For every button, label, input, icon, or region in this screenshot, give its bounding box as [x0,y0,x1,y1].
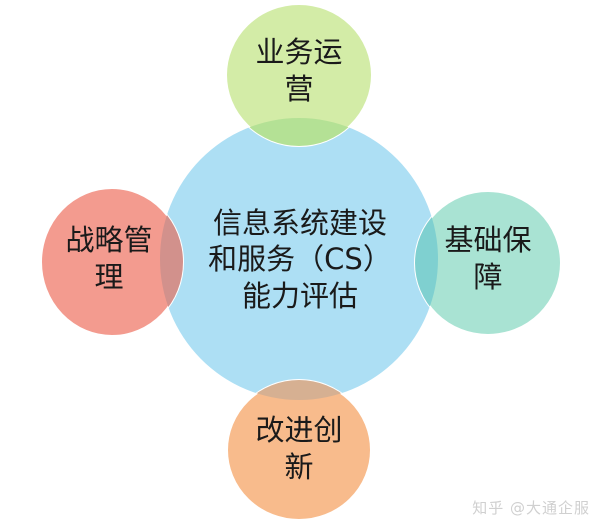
node-left-label: 战略管 理 [65,223,153,295]
node-right-label: 基础保 障 [444,223,532,295]
center-label: 信息系统建设 和服务（CS） 能力评估 [208,206,392,313]
center-circle [160,118,438,400]
node-bottom-label: 改进创 新 [255,413,343,485]
watermark: 知乎 @大通企服 [472,499,590,517]
node-top-label: 业务运 营 [255,35,343,107]
